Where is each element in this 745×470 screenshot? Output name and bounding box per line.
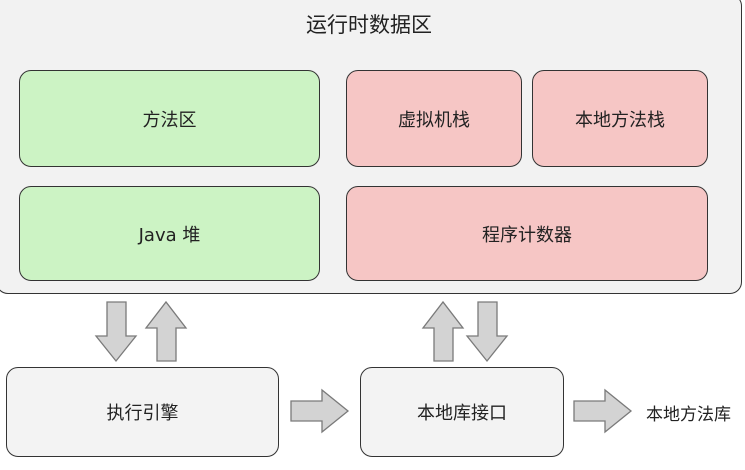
native-interface-box: 本地库接口 [360, 367, 564, 457]
native-interface-label: 本地库接口 [417, 403, 507, 424]
down-arrow-interface [465, 301, 509, 363]
program-counter-box: 程序计数器 [346, 186, 708, 281]
native-method-stack-box: 本地方法栈 [532, 70, 708, 167]
up-arrow-engine [144, 300, 188, 362]
execution-engine-label: 执行引擎 [106, 403, 179, 424]
up-arrow-interface [421, 300, 465, 362]
java-heap-label: Java 堆 [138, 224, 201, 246]
native-method-stack-label: 本地方法栈 [575, 109, 665, 131]
runtime-data-area-title: 运行时数据区 [306, 13, 432, 37]
vm-stack-label: 虚拟机栈 [398, 109, 470, 131]
native-library-label: 本地方法库 [646, 405, 731, 425]
right-arrow-engine-to-interface [290, 388, 350, 434]
down-arrow-engine [94, 301, 138, 363]
right-arrow-interface-to-library [573, 388, 633, 434]
vm-stack-box: 虚拟机栈 [346, 70, 522, 167]
method-area-box: 方法区 [19, 70, 320, 167]
java-heap-box: Java 堆 [19, 186, 320, 281]
program-counter-label: 程序计数器 [482, 224, 572, 246]
method-area-label: 方法区 [142, 109, 197, 131]
execution-engine-box: 执行引擎 [6, 367, 279, 457]
